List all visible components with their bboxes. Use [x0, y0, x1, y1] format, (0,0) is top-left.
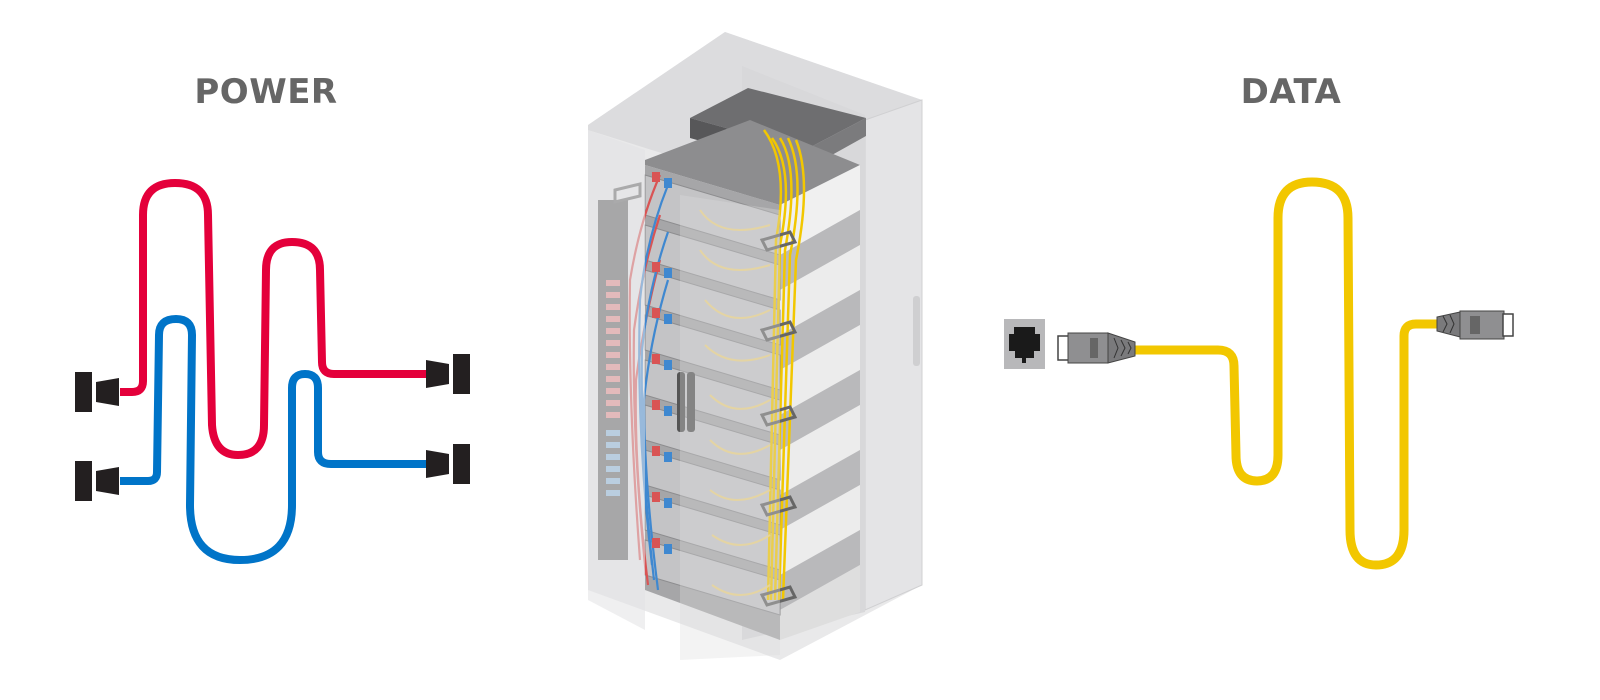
- blue-power-cable: [120, 315, 428, 564]
- power-diagram: [75, 179, 470, 564]
- blue-power-connector-left: [75, 461, 119, 501]
- rack-left-door: [588, 130, 645, 630]
- rj45-plug-left-icon: [1057, 332, 1136, 364]
- rack-power-plugs: [652, 172, 672, 554]
- data-diagram: [1004, 177, 1514, 570]
- rj45-jack-icon: [1004, 319, 1045, 369]
- rj45-plug-right-icon: [1436, 310, 1514, 340]
- red-power-connector-left: [75, 372, 119, 412]
- red-power-cable: [120, 179, 428, 459]
- rack-front-door: [680, 195, 780, 660]
- server-rack-icon: [588, 32, 923, 660]
- blue-power-connector-right: [426, 444, 470, 484]
- yellow-data-cable: [1135, 177, 1438, 570]
- cable-rings: [613, 182, 798, 607]
- power-heading: POWER: [194, 72, 338, 112]
- data-heading: DATA: [1240, 72, 1342, 112]
- red-power-connector-right: [426, 354, 470, 394]
